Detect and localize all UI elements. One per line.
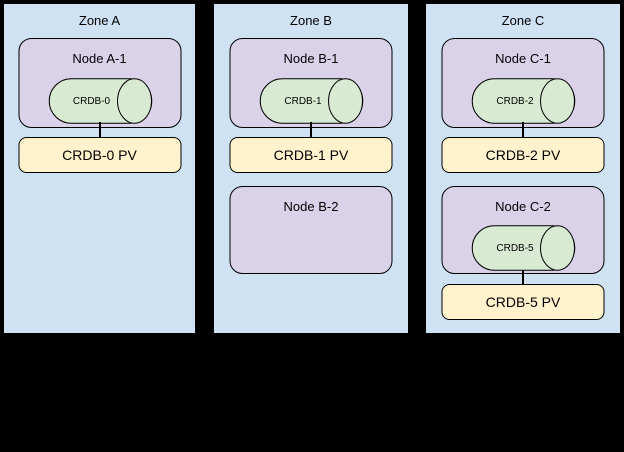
- node-b-2: Node B-2: [229, 186, 393, 274]
- database-cylinder-icon: [259, 78, 364, 124]
- connector-crdb0-to-pv: [98, 122, 101, 138]
- crdb-1-label: CRDB-1: [284, 95, 322, 107]
- node-c-2: Node C-2 CRDB-5: [441, 186, 605, 274]
- connector-crdb5-to-pv: [522, 270, 524, 285]
- crdb-2-pv-box: CRDB-2 PV: [441, 137, 605, 173]
- node-b-1: Node B-1 CRDB-1: [229, 38, 393, 128]
- database-cylinder-icon: [471, 225, 576, 271]
- crdb-0-pv-label: CRDB-0 PV: [62, 147, 137, 163]
- node-b-1-label: Node B-1: [283, 51, 339, 66]
- crdb-2-cylinder: CRDB-2: [471, 78, 576, 124]
- zone-c-label: Zone C: [501, 13, 545, 28]
- database-cylinder-icon: [48, 78, 152, 124]
- crdb-5-cylinder: CRDB-5: [471, 225, 576, 271]
- zone-a: Zone A Node A-1 CRDB-0 CRDB-0 PV: [3, 3, 196, 334]
- crdb-5-pv-box: CRDB-5 PV: [441, 284, 605, 320]
- zone-a-label: Zone A: [78, 13, 121, 28]
- crdb-1-cylinder: CRDB-1: [259, 78, 364, 124]
- node-b-2-label: Node B-2: [283, 199, 339, 214]
- node-a-1: Node A-1 CRDB-0: [18, 38, 181, 128]
- zone-c: Zone C Node C-1 CRDB-2 CRDB-2 PV Node C-…: [425, 3, 621, 334]
- crdb-0-cylinder: CRDB-0: [48, 78, 152, 124]
- crdb-1-pv-box: CRDB-1 PV: [229, 137, 393, 173]
- crdb-0-pv-box: CRDB-0 PV: [18, 137, 181, 173]
- database-cylinder-icon: [471, 78, 576, 124]
- crdb-0-label: CRDB-0: [72, 95, 111, 107]
- zone-b-label: Zone B: [290, 13, 332, 28]
- crdb-2-pv-label: CRDB-2 PV: [485, 147, 561, 163]
- zone-b: Zone B Node B-1 CRDB-1 CRDB-1 PV Node B-…: [213, 3, 409, 334]
- node-c-1-label: Node C-1: [495, 51, 551, 66]
- node-c-2-label: Node C-2: [495, 199, 551, 214]
- node-a-1-label: Node A-1: [72, 51, 127, 66]
- connector-crdb2-to-pv: [522, 122, 524, 138]
- crdb-5-pv-label: CRDB-5 PV: [485, 294, 561, 310]
- connector-crdb1-to-pv: [310, 122, 312, 138]
- node-c-1: Node C-1 CRDB-2: [441, 38, 605, 128]
- crdb-5-label: CRDB-5: [496, 242, 534, 254]
- crdb-1-pv-label: CRDB-1 PV: [273, 147, 349, 163]
- crdb-2-label: CRDB-2: [496, 95, 534, 107]
